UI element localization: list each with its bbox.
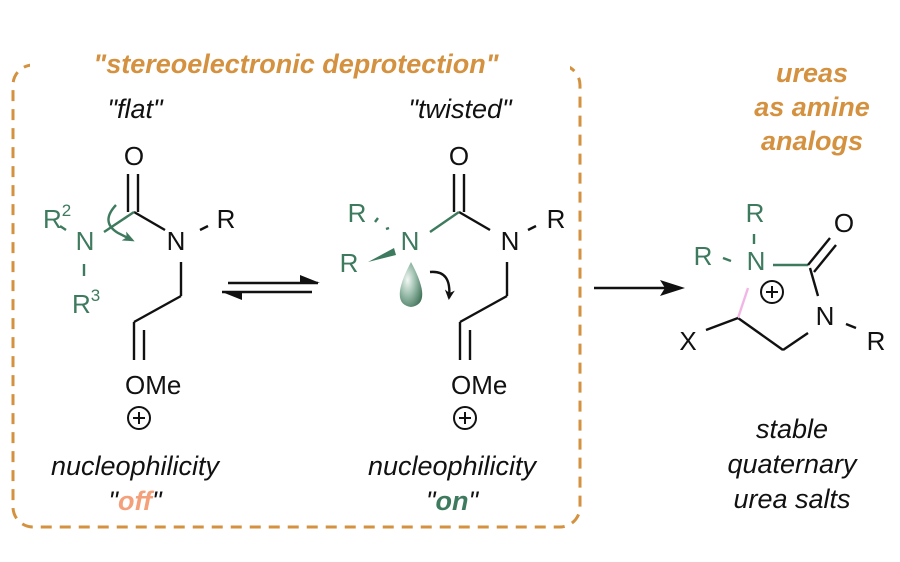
off-label: off	[118, 486, 155, 516]
lone-pair-lobe	[399, 262, 423, 307]
right-x: X	[679, 326, 696, 356]
right-o: O	[834, 208, 854, 238]
flat-urea-structure: O N R N R2 R3 OMe	[43, 141, 236, 430]
left-o: O	[124, 141, 144, 171]
right-r-ring: R	[867, 326, 886, 356]
right-title-1: ureas	[776, 58, 848, 88]
quaternary-urea-structure: R R N O N R X	[679, 198, 885, 356]
twisted-label: "twisted"	[408, 94, 513, 124]
right-caption-2: quaternary	[727, 449, 858, 479]
right-n-plus: N	[747, 246, 766, 276]
left-r2: R	[43, 204, 62, 234]
on-label: on	[436, 486, 469, 516]
mid-n-right: N	[501, 226, 520, 256]
left-caption: nucleophilicity	[51, 451, 221, 481]
right-caption-1: stable	[756, 414, 828, 444]
reaction-arrow	[594, 280, 685, 296]
twisted-urea-structure: O N R R N R OMe	[340, 141, 566, 430]
equilibrium-arrows	[222, 275, 320, 300]
right-caption-3: urea salts	[733, 484, 850, 514]
dashed-box	[11, 63, 582, 529]
left-r2-sup: 2	[62, 201, 71, 220]
left-r3-sup: 3	[91, 286, 100, 305]
right-n-ring: N	[816, 301, 835, 331]
mid-n-left: N	[401, 226, 420, 256]
right-r-left: R	[694, 241, 713, 271]
mid-o: O	[449, 141, 469, 171]
left-state: "off"	[108, 486, 163, 516]
new-bond	[736, 287, 750, 319]
svg-text:R3: R3	[72, 286, 100, 319]
mid-r-top: R	[348, 198, 367, 228]
mid-state: "on"	[426, 486, 480, 516]
right-title-3: analogs	[761, 126, 863, 156]
left-n-left: N	[76, 226, 95, 256]
left-r3: R	[72, 289, 91, 319]
mid-r-right: R	[547, 204, 566, 234]
left-ome: OMe	[125, 370, 181, 400]
box-title: "stereoelectronic deprotection"	[93, 49, 499, 79]
mid-ome: OMe	[451, 370, 507, 400]
mid-r-wedge: R	[340, 248, 359, 278]
title-mask	[30, 50, 570, 80]
mid-caption: nucleophilicity	[368, 451, 538, 481]
right-r-top: R	[746, 198, 765, 228]
flat-label: "flat"	[107, 94, 164, 124]
left-r-right: R	[217, 204, 236, 234]
left-n-right: N	[167, 226, 186, 256]
right-title-2: as amine	[754, 92, 870, 122]
svg-text:R2: R2	[43, 201, 71, 234]
